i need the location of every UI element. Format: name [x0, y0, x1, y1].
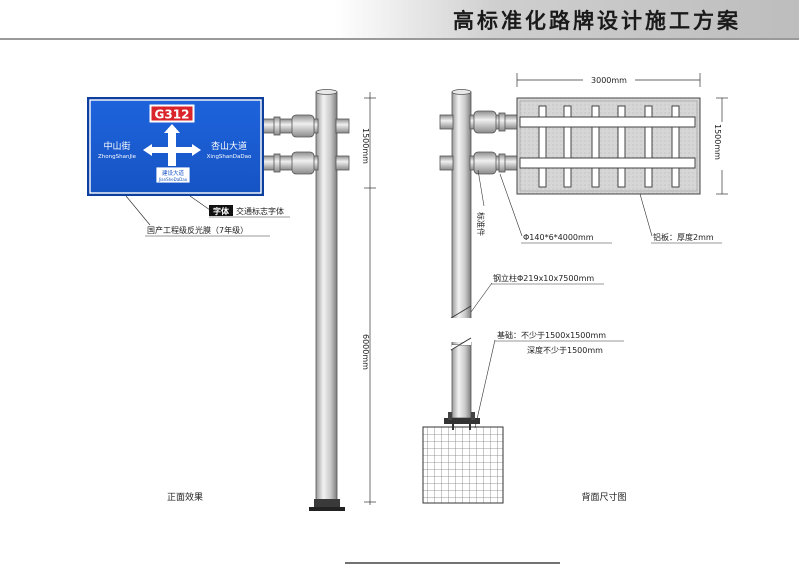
right-destination-pinyin: XingShanDaDao [207, 154, 252, 160]
film-note: 国产工程级反光膜（7年级） [125, 195, 270, 237]
back-view-caption: 背面尺寸图 [581, 491, 626, 503]
back-base-plate [444, 418, 480, 424]
header-bar [0, 0, 799, 40]
back-upper-arm [439, 110, 531, 134]
route-badge-text: G312 [155, 108, 190, 122]
back-pole-lower [451, 344, 472, 419]
bottom-destination: 建设大道 [162, 169, 185, 177]
film-note-text: 国产工程级反光膜（7年级） [147, 225, 248, 235]
font-tag-text: 字体 [213, 206, 230, 216]
back-lower-arm [439, 151, 531, 175]
front-height-dimension [364, 92, 376, 505]
bottom-destination-plate [155, 166, 191, 184]
dimension-3000mm: 3000mm [591, 76, 627, 85]
back-view: 3000mm 1500mm 标准件 Φ140*6*4000mm 铝板：厚度2mm… [422, 73, 728, 504]
front-base-plate [314, 499, 340, 508]
font-tag [209, 205, 233, 216]
steel-post-label: 钢立柱Φ219x10x7500mm [493, 273, 594, 283]
front-lower-arm [261, 151, 350, 175]
standard-part-label: 标准件 [476, 212, 486, 236]
dimension-6000mm-front: 6000mm [361, 334, 370, 370]
foundation-depth-label: 深度不少于1500mm [527, 345, 603, 355]
foundation-size-label: 基础：不少于1500x1500mm [497, 330, 606, 340]
aluminum-thickness-label: 铝板：厚度2mm [653, 232, 714, 242]
front-view-caption: 正面效果 [167, 491, 203, 503]
left-destination-pinyin: ZhongShanJie [98, 154, 137, 160]
aluminum-back-plate [516, 97, 701, 195]
front-upper-arm [261, 114, 350, 138]
blue-road-sign: G312 中山街 ZhongShanJie 杏山大道 XingShanDaDao… [87, 97, 264, 196]
front-view: G312 中山街 ZhongShanJie 杏山大道 XingShanDaDao… [87, 89, 376, 511]
font-note-text: 交通标志字体 [236, 206, 284, 216]
dimension-1500mm-back: 1500mm [713, 124, 722, 160]
page-title: 高标准化路牌设计施工方案 [453, 9, 741, 33]
crossroad-arrow-icon [143, 124, 201, 166]
right-destination: 杏山大道 [211, 140, 247, 152]
font-note: 字体 交通标志字体 [189, 195, 290, 218]
foundation-mesh [422, 426, 504, 504]
back-pole-upper [451, 91, 472, 346]
arm-pipe-label: Φ140*6*4000mm [523, 233, 594, 242]
dimension-1500mm-front: 1500mm [361, 128, 370, 164]
front-pole [315, 91, 338, 505]
left-destination: 中山街 [103, 140, 130, 152]
bottom-destination-pinyin: JianSheDaDao [158, 177, 188, 182]
route-badge [151, 106, 193, 121]
